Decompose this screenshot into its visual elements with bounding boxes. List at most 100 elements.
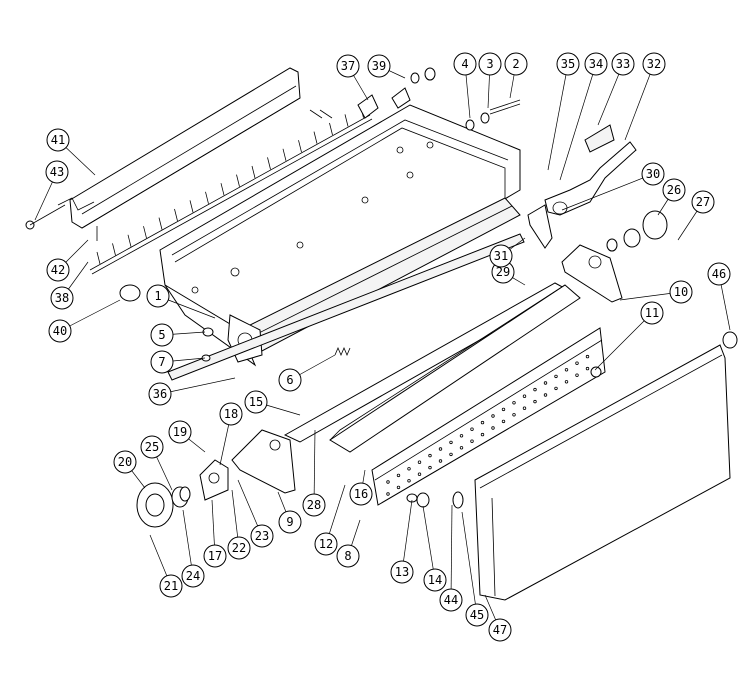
- agitator-finger: [127, 234, 132, 247]
- callout-number: 7: [158, 355, 165, 369]
- callout-number: 42: [51, 263, 65, 277]
- callout-28: 28: [302, 493, 326, 517]
- callout-balloon: [46, 128, 70, 152]
- leader-line-13: [401, 499, 413, 573]
- panel-hole: [533, 387, 537, 392]
- callout-balloon: [181, 564, 205, 588]
- callout-number: 10: [674, 285, 688, 299]
- panel-hole: [480, 432, 485, 437]
- top-hardware-part: [357, 67, 436, 119]
- callout-balloons: 1234567891011121314151617181920212223242…: [45, 52, 731, 642]
- bolt-washers-part: [465, 99, 521, 131]
- callout-number: 16: [354, 487, 368, 501]
- bearing-plate-part: [199, 459, 229, 501]
- callout-3: 3: [478, 52, 502, 76]
- callout-7: 7: [150, 350, 174, 374]
- callout-number: 43: [50, 165, 64, 179]
- callout-17: 17: [203, 544, 227, 568]
- panel-hole: [512, 413, 516, 417]
- panel-hole: [491, 414, 495, 418]
- callout-36: 36: [148, 382, 172, 406]
- panel-hole: [386, 492, 390, 496]
- callout-19: 19: [168, 420, 192, 444]
- callout-35: 35: [556, 52, 580, 76]
- leader-line-45: [461, 511, 478, 616]
- callout-balloon: [45, 160, 69, 184]
- agitator-finger: [220, 183, 225, 196]
- callout-balloon: [669, 280, 693, 304]
- callout-25: 25: [140, 435, 164, 459]
- callout-10: 10: [669, 280, 693, 304]
- callout-balloon: [146, 284, 170, 308]
- callout-number: 26: [667, 183, 681, 197]
- callout-balloon: [349, 482, 373, 506]
- leader-line-34: [559, 63, 597, 181]
- callout-balloon: [150, 350, 174, 374]
- callout-42: 42: [46, 258, 70, 282]
- callout-number: 15: [249, 395, 263, 409]
- callout-40: 40: [48, 319, 72, 343]
- callout-number: 25: [145, 440, 159, 454]
- panel-hole: [417, 460, 422, 464]
- panel-hole: [575, 373, 579, 377]
- leader-line-11: [594, 312, 653, 371]
- callout-balloon: [336, 54, 360, 78]
- callout-balloon: [278, 368, 302, 392]
- trough-part: [283, 282, 581, 453]
- callout-16: 16: [349, 482, 373, 506]
- callout-41: 41: [46, 128, 70, 152]
- callout-number: 3: [486, 57, 493, 71]
- callout-balloon: [367, 54, 391, 78]
- callout-balloon: [556, 52, 580, 76]
- leader-line-14: [422, 505, 436, 581]
- agitator-finger: [143, 226, 147, 239]
- callout-number: 29: [496, 265, 510, 279]
- agitator-finger: [282, 148, 287, 161]
- callout-30: 30: [641, 162, 665, 186]
- panel-hole: [428, 453, 432, 458]
- callout-balloon: [640, 301, 664, 325]
- callout-32: 32: [642, 52, 666, 76]
- panel-hole: [417, 472, 422, 476]
- crank-handle-part: [527, 124, 637, 249]
- callout-5: 5: [150, 323, 174, 347]
- callout-18: 18: [219, 402, 243, 426]
- callout-balloon: [48, 319, 72, 343]
- callout-11: 11: [640, 301, 664, 325]
- callout-balloon: [140, 435, 164, 459]
- callout-number: 44: [444, 593, 458, 607]
- agitator-finger: [174, 208, 178, 222]
- callout-22: 22: [227, 536, 251, 560]
- callout-balloon: [465, 603, 489, 627]
- callout-balloon: [168, 420, 192, 444]
- callout-34: 34: [584, 52, 608, 76]
- callout-number: 20: [118, 455, 132, 469]
- callout-balloon: [504, 52, 528, 76]
- agitator-finger: [236, 174, 240, 187]
- callout-balloon: [50, 286, 74, 310]
- panel-hole: [564, 380, 569, 384]
- callout-number: 11: [645, 306, 659, 320]
- callout-number: 37: [341, 59, 355, 73]
- panel-hole: [449, 440, 453, 445]
- callout-number: 24: [186, 569, 200, 583]
- leader-line-28: [313, 429, 316, 506]
- callout-43: 43: [45, 160, 69, 184]
- callout-2: 2: [504, 52, 528, 76]
- callout-number: 27: [696, 195, 710, 209]
- callout-number: 46: [712, 267, 726, 281]
- callout-14: 14: [423, 568, 447, 592]
- panel-hole: [585, 366, 590, 371]
- callout-balloon: [611, 52, 635, 76]
- panel-hole: [396, 485, 401, 490]
- panel-hole: [543, 381, 548, 385]
- panel-hole: [470, 439, 474, 443]
- callout-balloon: [227, 536, 251, 560]
- panel-hole: [564, 368, 569, 372]
- callout-balloon: [113, 450, 137, 474]
- callout-number: 2: [512, 57, 519, 71]
- panel-hole: [554, 374, 558, 379]
- leader-line-30: [561, 173, 654, 211]
- panel-hole: [501, 419, 506, 424]
- agitator-finger: [96, 251, 101, 265]
